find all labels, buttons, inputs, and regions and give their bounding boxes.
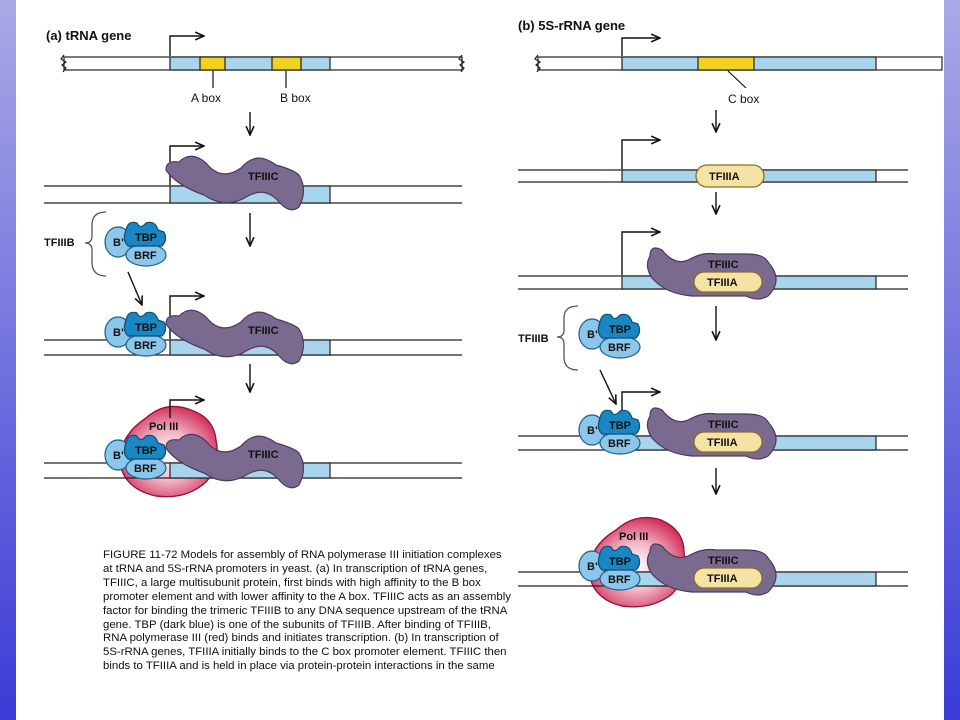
trna-gene-dna <box>60 36 466 73</box>
tbp-label: TBP <box>135 445 157 457</box>
tfiiib-free-b: TFIIIB B" BRF TBP <box>518 305 641 371</box>
tfiiic-label: TFIIIC <box>248 171 279 183</box>
tfiiic-label: TFIIIC <box>248 449 279 461</box>
tfiiic-label: TFIIIC <box>708 259 739 271</box>
5s-step-3: TFIIIC TFIIIA B" BRF TBP <box>518 392 908 460</box>
tfiiia-label: TFIIIA <box>709 171 740 183</box>
tfiiia-label: TFIIIA <box>707 573 738 585</box>
brf-label: BRF <box>134 463 157 475</box>
b-dp-label: B" <box>587 329 600 341</box>
tbp-label: TBP <box>135 232 157 244</box>
pol-iii-label: Pol III <box>619 531 648 543</box>
5s-step-2: TFIIIC TFIIIA <box>518 232 908 300</box>
tfiiic-protein <box>165 155 305 211</box>
panel-b-title: (b) 5S-rRNA gene <box>518 18 625 33</box>
b-dp-label: B" <box>587 425 600 437</box>
tfiiic-label: TFIIIC <box>708 419 739 431</box>
tbp-label: TBP <box>135 322 157 334</box>
tbp-label: TBP <box>609 420 631 432</box>
tfiiia-label: TFIIIA <box>707 437 738 449</box>
tfiiia-label: TFIIIA <box>707 277 738 289</box>
brf-label: BRF <box>608 438 631 450</box>
5s-step-1: TFIIIA <box>518 140 908 188</box>
trna-step-1: TFIIIC <box>44 146 462 211</box>
tfiiib-free-a: TFIIIB B" BRF TBP <box>44 211 167 277</box>
c-box-label: C box <box>728 92 759 106</box>
figure-caption: FIGURE 11-72 Models for assembly of RNA … <box>103 549 511 673</box>
brf-label: BRF <box>608 574 631 586</box>
5s-step-4: Pol III TFIIIC TFIIIA B" BRF TBP <box>518 516 908 608</box>
b-box-label: B box <box>280 91 311 105</box>
tfiiib-label: TFIIIB <box>518 333 549 345</box>
brf-label: BRF <box>134 250 157 262</box>
panel-b: (b) 5S-rRNA gene C box TFIIIA <box>518 18 943 608</box>
trna-step-2: TFIIIC B" BRF TBP <box>44 296 462 365</box>
b-dp-label: B" <box>587 561 600 573</box>
b-dp-label: B" <box>113 450 126 462</box>
assembly-diagram: B" BRF TBP (a) tRNA gene A box B box <box>44 18 943 608</box>
tbp-label: TBP <box>609 324 631 336</box>
b-dp-label: B" <box>113 327 126 339</box>
slide: B" BRF TBP (a) tRNA gene A box B box <box>16 0 944 720</box>
panel-a-title: (a) tRNA gene <box>46 28 131 43</box>
b-dp-label: B" <box>113 237 126 249</box>
tfiiic-label: TFIIIC <box>708 555 739 567</box>
5s-gene-dna <box>534 38 943 73</box>
pol-iii-label: Pol III <box>149 421 178 433</box>
trna-step-3: Pol III TFIIIC B" BRF TBP <box>44 400 462 498</box>
panel-a: (a) tRNA gene A box B box TFIIIC <box>44 28 466 498</box>
tfiiib-label: TFIIIB <box>44 237 75 249</box>
brf-label: BRF <box>134 340 157 352</box>
brf-label: BRF <box>608 342 631 354</box>
tfiiia-protein <box>695 164 765 188</box>
tbp-label: TBP <box>609 556 631 568</box>
tfiiic-label: TFIIIC <box>248 325 279 337</box>
a-box-label: A box <box>191 91 221 105</box>
